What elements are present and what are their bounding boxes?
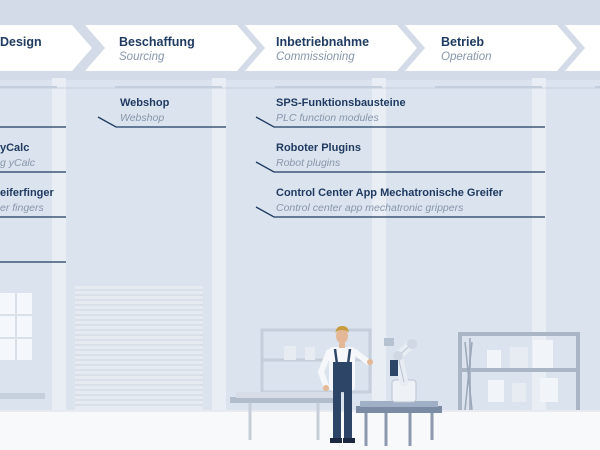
step-title: Design bbox=[0, 35, 42, 49]
item-subtitle: Robot plugins bbox=[276, 157, 341, 169]
step-title: Beschaffung bbox=[119, 35, 195, 49]
worker-figure bbox=[317, 326, 373, 443]
step-rail bbox=[595, 86, 600, 88]
step-rail bbox=[435, 86, 542, 88]
conveyor-table bbox=[230, 392, 340, 440]
item-subtitle: Control center app mechatronic grippers bbox=[276, 202, 464, 214]
step-subtitle: Sourcing bbox=[119, 51, 165, 63]
step-rail bbox=[0, 86, 57, 88]
window-left bbox=[0, 293, 32, 360]
item-title: SPS-Funktionsbausteine bbox=[276, 97, 406, 109]
storage-shelf bbox=[458, 332, 580, 414]
process-step-chevron bbox=[0, 25, 92, 71]
item-title: yCalc bbox=[0, 142, 30, 154]
process-step-chevron bbox=[245, 25, 417, 71]
step-title: Inbetriebnahme bbox=[276, 35, 370, 49]
item-subtitle: er fingers bbox=[0, 202, 44, 214]
roller-shutter bbox=[75, 286, 203, 410]
item-title: Control Center App Mechatronische Greife… bbox=[276, 187, 503, 199]
step-title: Betrieb bbox=[441, 35, 485, 49]
process-step-chevron bbox=[405, 25, 577, 71]
process-step-chevron bbox=[565, 25, 600, 71]
step-subtitle: Commissioning bbox=[276, 51, 355, 63]
step-rail bbox=[275, 86, 382, 88]
item-title: Roboter Plugins bbox=[276, 142, 361, 154]
process-step-chevron bbox=[85, 25, 257, 71]
item-subtitle: PLC function modules bbox=[276, 112, 379, 124]
item-title: Webshop bbox=[120, 97, 170, 109]
item-subtitle: Webshop bbox=[120, 112, 165, 124]
item-subtitle: g yCalc bbox=[0, 157, 36, 169]
step-subtitle: Operation bbox=[441, 51, 492, 63]
item-title: eiferfinger bbox=[0, 187, 54, 199]
step-rail bbox=[115, 86, 222, 88]
robot-arm bbox=[356, 338, 442, 446]
